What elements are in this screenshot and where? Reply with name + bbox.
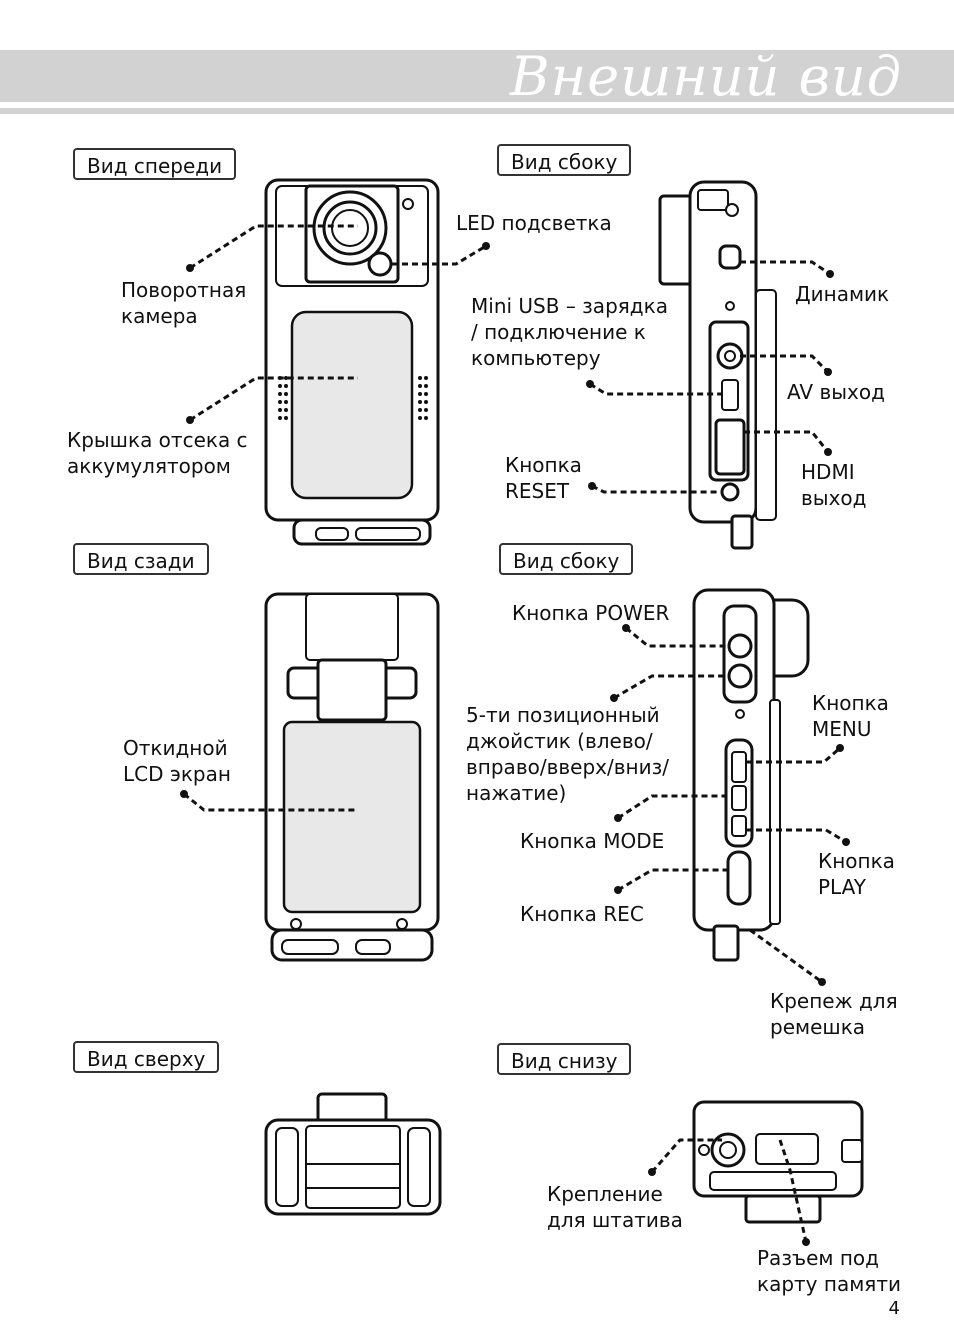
section-front-view: Вид спереди <box>73 148 237 180</box>
section-bottom-view: Вид снизу <box>497 1043 632 1075</box>
section-back-view: Вид сзади <box>73 543 209 575</box>
label-lcd-screen: Откидной LCD экран <box>123 736 231 786</box>
label-joystick: 5-ти позиционный джойстик (влево/ вправо… <box>466 703 669 805</box>
page-title: Внешний вид <box>509 45 902 108</box>
header-band <box>0 50 954 102</box>
section-top-view: Вид сверху <box>73 1041 220 1073</box>
leader-lines <box>180 224 850 1246</box>
label-memory-slot: Разъем под карту памяти <box>757 1246 901 1296</box>
label-mini-usb: Mini USB – зарядка / подключение к компь… <box>471 294 668 370</box>
label-hdmi-out: HDMI выход <box>801 460 867 510</box>
label-rec-button: Кнопка REC <box>520 902 644 926</box>
label-reset-button: Кнопка RESET <box>505 453 582 503</box>
label-menu-button: Кнопка MENU <box>812 691 889 741</box>
label-speaker: Динамик <box>795 282 890 306</box>
label-av-out: AV выход <box>787 380 885 404</box>
label-led: LED подсветка <box>456 211 612 235</box>
section-side-view-1: Вид сбоку <box>497 144 632 176</box>
top-view-drawing <box>264 1092 442 1216</box>
label-tripod-mount: Крепление для штатива <box>547 1182 683 1232</box>
label-power-button: Кнопка POWER <box>512 601 670 625</box>
label-mode-button: Кнопка MODE <box>520 829 665 853</box>
bottom-view-drawing <box>692 1100 864 1224</box>
front-view-drawing <box>264 178 440 546</box>
label-battery-cover: Крышка отсека с аккумулятором <box>67 428 248 478</box>
label-rotating-camera: Поворотная камера <box>121 278 247 328</box>
page-number: 4 <box>888 1298 900 1319</box>
label-play-button: Кнопка PLAY <box>818 849 895 899</box>
header-rule <box>0 108 954 114</box>
side-view-1-drawing <box>658 180 777 550</box>
back-view-drawing <box>264 592 440 962</box>
label-strap-mount: Крепеж для ремешка <box>770 989 898 1039</box>
section-side-view-2: Вид сбоку <box>499 543 634 575</box>
